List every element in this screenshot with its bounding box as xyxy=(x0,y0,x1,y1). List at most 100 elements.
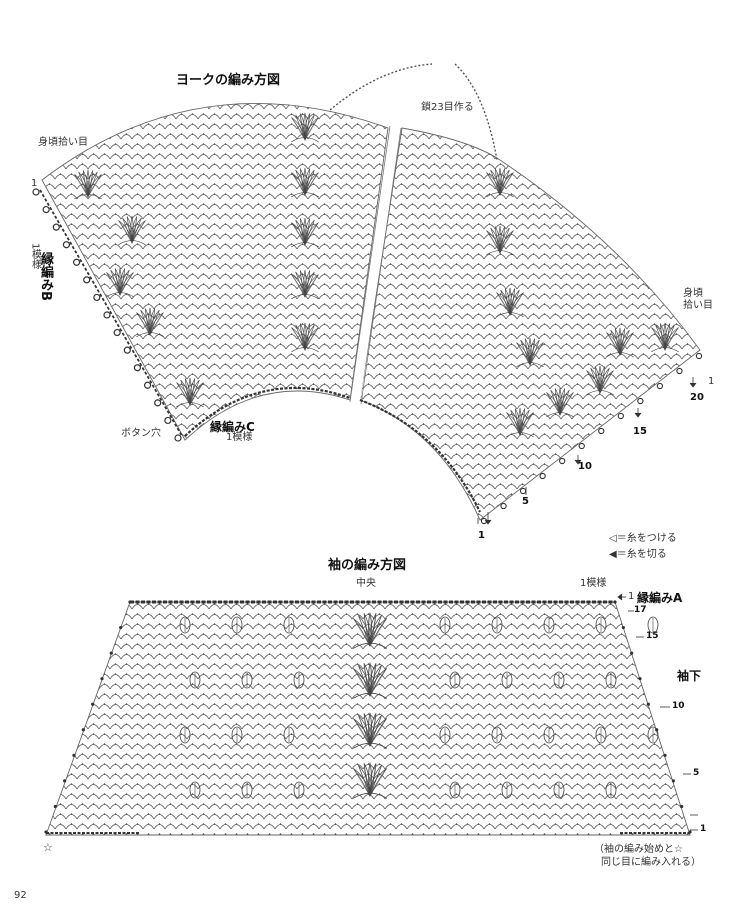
edge-dot xyxy=(119,625,123,630)
edge-loop xyxy=(123,346,131,354)
yoke-row-20: 20 xyxy=(690,392,704,403)
edge-loop xyxy=(695,352,703,360)
leaf-motif xyxy=(647,616,659,634)
pineapple-motif xyxy=(74,169,102,200)
yoke-title: ヨークの編み方図 xyxy=(176,73,281,88)
pineapple-motif xyxy=(506,407,534,438)
edge-loop xyxy=(83,276,91,284)
pineapple-motif xyxy=(651,322,679,353)
edge-dot xyxy=(53,804,57,809)
cut-yarn-icon: ◀ xyxy=(609,549,617,560)
leaf-motif xyxy=(553,781,565,799)
yoke-edging-c-repeat: 1模様 xyxy=(226,432,253,443)
pineapple-motif xyxy=(176,377,204,408)
edge-loop xyxy=(133,364,142,372)
leaf-motif xyxy=(283,726,295,744)
yoke-pickup-right-line1: 身頃 xyxy=(683,288,703,299)
edge-dot xyxy=(613,600,617,604)
edge-dot xyxy=(72,753,76,757)
sleeve-center-label: 中央 xyxy=(356,578,376,589)
leaf-motif xyxy=(605,781,617,799)
yoke-pickup-left-label: 身頃拾い目 xyxy=(38,137,88,148)
sleeve-row-1: 1 xyxy=(700,824,707,834)
pineapple-motif xyxy=(352,762,388,799)
yoke-gap xyxy=(350,125,400,403)
yoke-pickup-right-line2: 拾い目 xyxy=(683,300,713,311)
edge-dot xyxy=(630,651,634,655)
leaf-motif xyxy=(501,781,513,799)
sleeve-row-5: 5 xyxy=(693,768,700,778)
sleeve-title: 袖の編み方図 xyxy=(328,558,407,573)
edge-loop xyxy=(598,427,605,435)
leaf-motif xyxy=(491,616,503,634)
edge-dot xyxy=(655,728,659,732)
pineapple-motif xyxy=(486,167,514,198)
pineapple-motif xyxy=(486,225,514,256)
sleeve-leaf-motifs xyxy=(179,616,659,799)
edge-loop xyxy=(519,487,527,495)
sleeve-side-dots xyxy=(44,600,692,834)
edge-loop xyxy=(539,472,546,480)
leaf-motif xyxy=(605,671,617,689)
pineapple-motif xyxy=(291,217,319,248)
sleeve-note-line1: （袖の編み始めと☆ xyxy=(594,844,683,855)
leaf-motif xyxy=(293,671,305,689)
yoke-edging-b xyxy=(39,189,183,437)
pineapple-motif xyxy=(118,215,146,246)
leaf-motif xyxy=(179,726,191,744)
edge-loop xyxy=(164,416,172,425)
edge-dot xyxy=(109,651,113,655)
leaf-motif xyxy=(553,671,565,689)
legend-attach: ◁＝糸をつける xyxy=(609,529,677,544)
sleeve-underarm-label: 袖下 xyxy=(677,669,702,683)
edge-dot xyxy=(91,702,95,706)
edge-dot xyxy=(663,753,667,757)
edge-dot xyxy=(128,600,132,604)
sleeve-star-icon: ☆ xyxy=(43,841,53,854)
sleeve-pineapple-motifs xyxy=(352,612,388,799)
yoke-row-start-left: 1 xyxy=(31,178,38,189)
edge-loop xyxy=(637,397,644,405)
edge-loop xyxy=(62,241,71,249)
pineapple-motif xyxy=(352,612,388,649)
yoke-row-arrows xyxy=(477,377,697,525)
edge-loop xyxy=(617,412,624,420)
sleeve-repeat-label: 1模様 xyxy=(580,578,607,589)
legend-attach-text: ＝糸をつける xyxy=(616,533,677,544)
legend-cut: ◀＝糸を切る xyxy=(609,545,667,560)
edge-loop xyxy=(103,311,111,319)
attach-yarn-icon: ◁ xyxy=(609,533,617,544)
edge-dot xyxy=(621,625,625,630)
edge-loop xyxy=(559,457,566,465)
yoke-row-10: 10 xyxy=(578,461,592,472)
edge-loop xyxy=(72,258,81,266)
leaf-motif xyxy=(179,616,191,634)
leaf-motif xyxy=(595,726,607,744)
page-number: 92 xyxy=(14,890,27,901)
sleeve-row-17: 17 xyxy=(634,605,647,615)
leaf-motif xyxy=(543,726,555,744)
edge-dot xyxy=(44,830,48,834)
edge-loop xyxy=(154,399,162,407)
sleeve-row-10: 10 xyxy=(672,701,685,711)
edge-dot xyxy=(638,677,642,681)
edge-loop xyxy=(578,442,585,450)
sleeve-row-arrows xyxy=(617,593,698,831)
edge-loop xyxy=(143,381,152,389)
pineapple-motif xyxy=(136,307,164,338)
yoke-row-1-right: 1 xyxy=(708,376,715,387)
pineapple-motif xyxy=(291,167,319,198)
edge-dot xyxy=(688,830,692,834)
yoke-right-edge-loops xyxy=(480,352,703,525)
leaf-motif xyxy=(491,726,503,744)
yoke-edging-b-label: 縁編みB xyxy=(38,252,53,301)
edge-loop xyxy=(676,367,683,375)
leaf-motif xyxy=(189,671,201,689)
yoke-buttonhole-label: ボタン穴 xyxy=(121,428,161,439)
edge-dot xyxy=(671,779,675,783)
edge-loop xyxy=(42,205,50,214)
pineapple-motif xyxy=(291,112,319,143)
leaf-motif xyxy=(293,781,305,799)
leaf-motif xyxy=(449,671,461,689)
